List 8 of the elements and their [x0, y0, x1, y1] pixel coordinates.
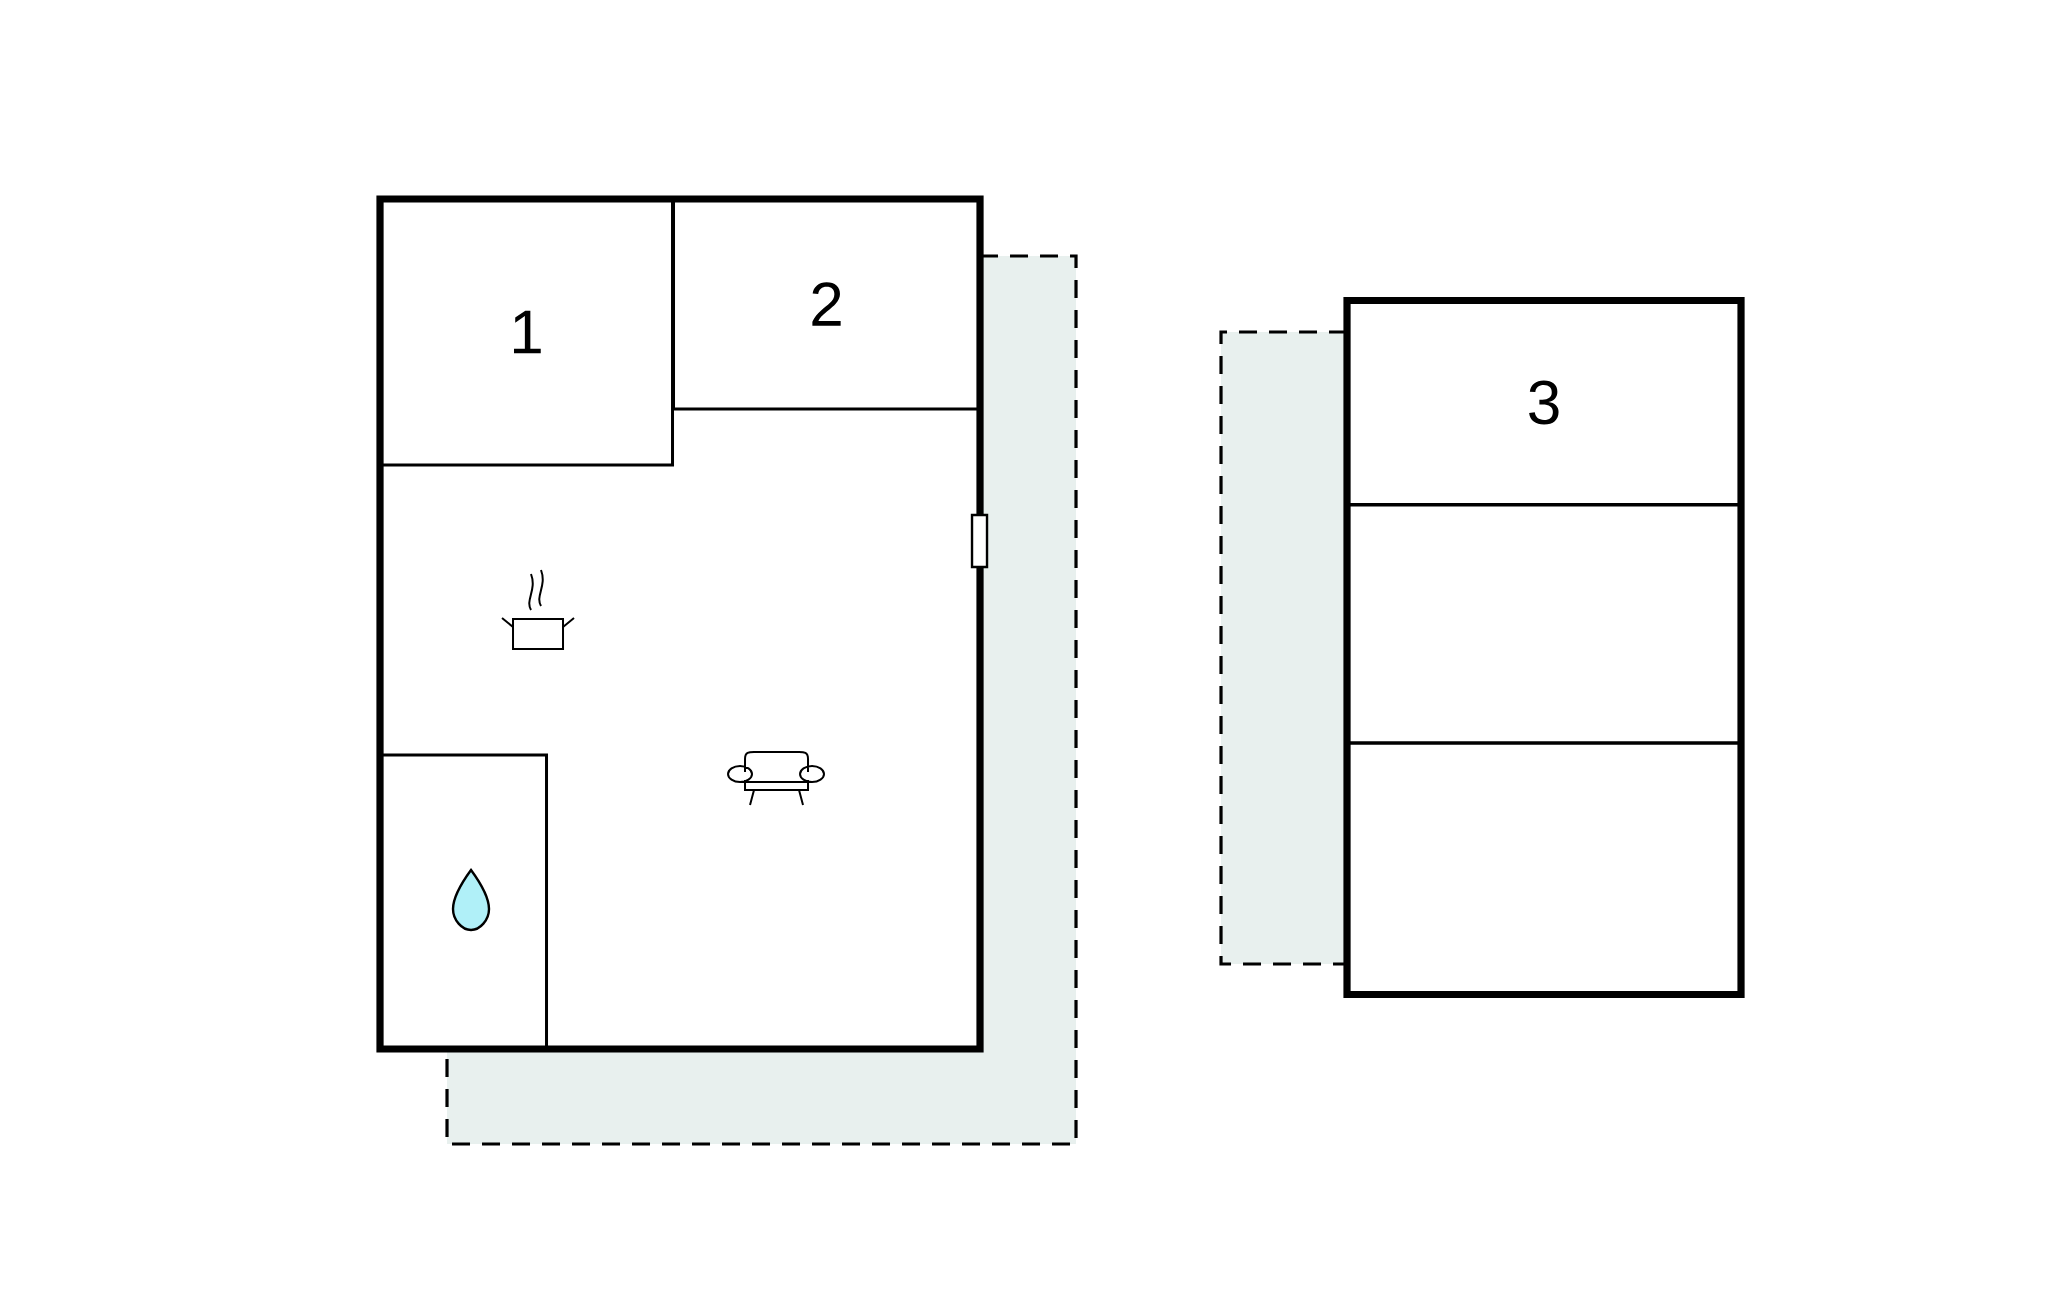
room	[379, 753, 548, 1051]
room	[1345, 503, 1743, 745]
building-outline	[1343, 296, 1745, 999]
room: 3	[1345, 299, 1743, 506]
room	[1345, 741, 1743, 997]
building-outline	[376, 195, 984, 1053]
room: 1	[379, 197, 674, 467]
room: 2	[672, 197, 981, 411]
